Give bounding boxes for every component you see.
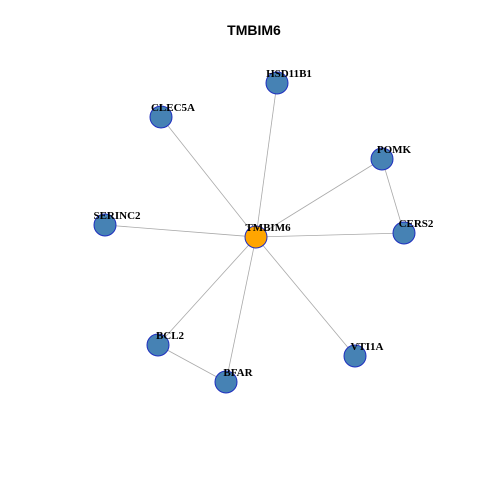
edge-tmbim6-cers2 [255,232,405,238]
node-clec5a[interactable] [149,105,173,129]
edge-tmbim6-bfar [225,236,257,383]
node-tmbim6[interactable] [244,225,268,249]
node-label-vti1a: VTI1A [350,341,383,353]
node-label-cers2: CERS2 [399,218,434,230]
edge-pomk-cers2 [381,158,405,234]
edge-bcl2-bfar [157,344,227,383]
node-bfar[interactable] [214,370,238,394]
edge-tmbim6-vti1a [255,236,356,357]
edge-tmbim6-pomk [255,158,383,238]
node-label-bfar: BFAR [223,367,253,379]
node-label-tmbim6: TMBIM6 [245,222,291,234]
node-vti1a[interactable] [343,344,367,368]
edge-tmbim6-hsd11b1 [255,82,278,238]
node-label-bcl2: BCL2 [156,330,185,342]
node-hsd11b1[interactable] [265,71,289,95]
node-serinc2[interactable] [93,213,117,237]
edge-tmbim6-serinc2 [104,224,257,238]
nodes-layer [93,71,416,394]
node-pomk[interactable] [370,147,394,171]
node-cers2[interactable] [392,221,416,245]
edge-tmbim6-bcl2 [157,236,257,346]
edges-layer [104,82,405,383]
diagram-title: TMBIM6 [227,22,281,38]
node-label-pomk: POMK [377,144,412,156]
node-label-hsd11b1: HSD11B1 [266,68,312,80]
node-bcl2[interactable] [146,333,170,357]
node-label-clec5a: CLEC5A [151,102,195,114]
node-label-serinc2: SERINC2 [93,210,141,222]
edge-tmbim6-clec5a [160,116,257,238]
